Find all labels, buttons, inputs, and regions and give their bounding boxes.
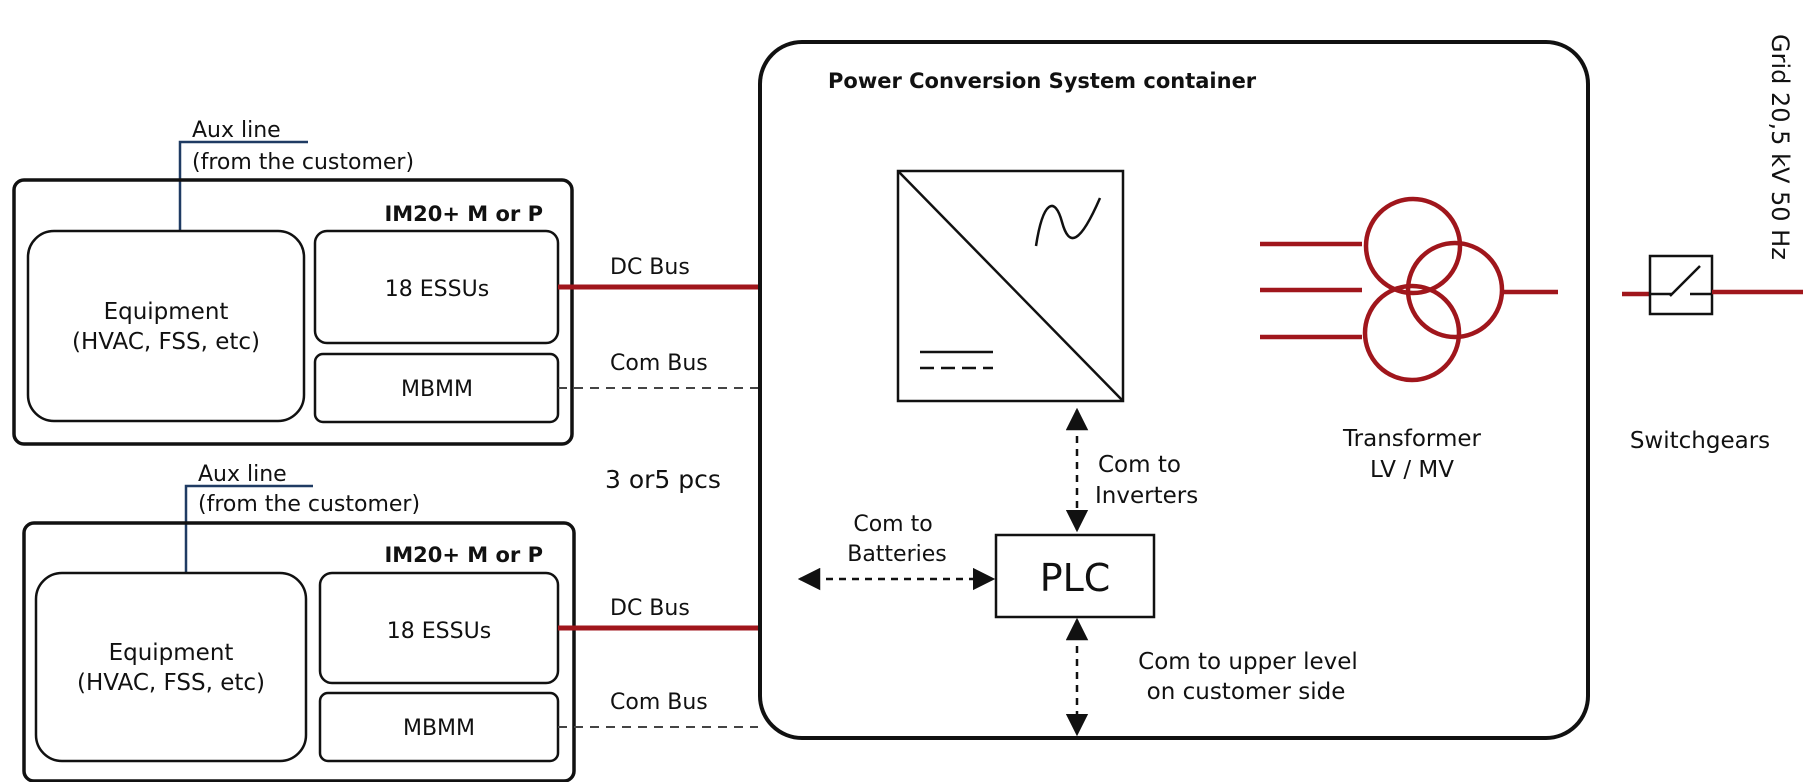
inverter-icon: [896, 169, 1125, 403]
pcs-title: Power Conversion System container: [828, 69, 1257, 93]
com-to-inverters-line1: Com to: [1098, 452, 1181, 478]
com-to-batteries-line2: Batteries: [847, 542, 947, 567]
mbmm-2-label: MBMM: [403, 716, 475, 741]
transformer-label-line2: LV / MV: [1370, 457, 1454, 483]
com-to-batteries-line1: Com to: [853, 512, 932, 537]
com-bus-2-label: Com Bus: [610, 690, 708, 715]
module-1-title: IM20+ M or P: [384, 202, 543, 226]
aux-line-1-title: Aux line: [192, 118, 281, 143]
pcs-container-box: [758, 40, 1590, 740]
grid-label: Grid 20,5 kV 50 Hz: [1766, 34, 1794, 260]
aux-line-2: [184, 484, 313, 572]
com-to-upper-level-line1: Com to upper level: [1138, 649, 1358, 675]
plc-box: [994, 533, 1156, 619]
aux-line-2-subtitle: (from the customer): [198, 492, 420, 517]
com-bus-1-label: Com Bus: [610, 351, 708, 376]
aux-line-1: [178, 140, 308, 230]
pcs-container: Power Conversion System container Com to…: [758, 40, 1590, 740]
switchgears-label: Switchgears: [1630, 428, 1770, 454]
essu-2-label: 18 ESSUs: [387, 619, 491, 644]
transformer-icon: [1260, 196, 1558, 383]
module-2-title: IM20+ M or P: [384, 543, 543, 567]
switchgear-icon: [1622, 254, 1803, 316]
dc-bus-2-label: DC Bus: [610, 596, 690, 621]
quantity-label: 3 or5 pcs: [605, 465, 721, 494]
equipment-1-detail: (HVAC, FSS, etc): [72, 329, 260, 355]
plc-label: PLC: [1040, 556, 1111, 600]
equipment-box-2: [34, 571, 308, 763]
com-to-upper-level-line2: on customer side: [1147, 679, 1346, 705]
module-2: Aux line (from the customer) IM20+ M or …: [22, 462, 758, 782]
dc-bus-1-label: DC Bus: [610, 255, 690, 280]
equipment-1-label: Equipment: [104, 299, 229, 325]
module-1: Aux line (from the customer) IM20+ M or …: [12, 118, 758, 446]
mbmm-1-label: MBMM: [401, 377, 473, 402]
module-1-box: [12, 178, 574, 446]
equipment-box-1: [26, 229, 306, 423]
com-to-inverters-line2: Inverters: [1095, 483, 1198, 509]
transformer-label-line1: Transformer: [1342, 426, 1482, 452]
aux-line-2-title: Aux line: [198, 462, 287, 487]
equipment-2-detail: (HVAC, FSS, etc): [77, 670, 265, 696]
essu-1-label: 18 ESSUs: [385, 277, 489, 302]
equipment-2-label: Equipment: [109, 640, 234, 666]
aux-line-1-subtitle: (from the customer): [192, 150, 414, 175]
module-2-box: [22, 521, 576, 782]
